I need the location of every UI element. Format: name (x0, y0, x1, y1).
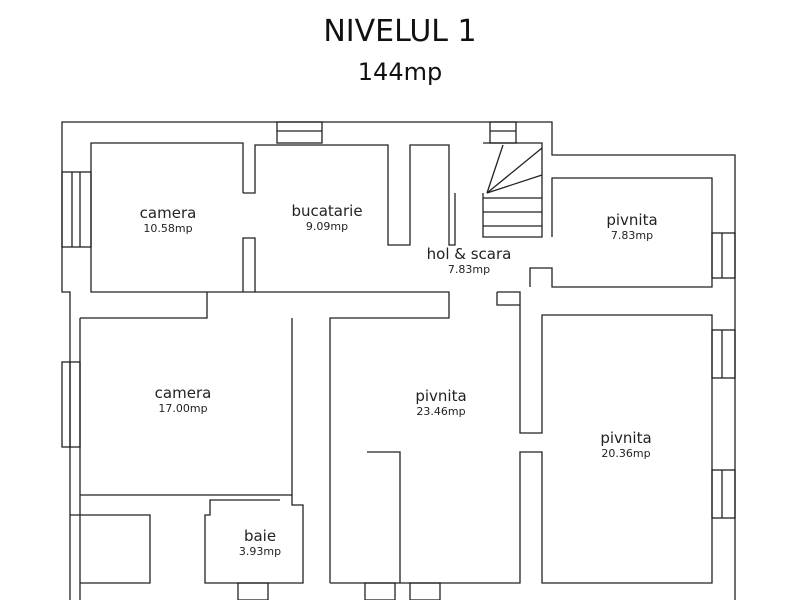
outer-walls (61, 121, 736, 600)
room-name: camera (154, 384, 212, 402)
interior-walls (70, 142, 713, 584)
room-area: 17.00mp (158, 402, 208, 415)
room-area: 7.83mp (610, 229, 654, 242)
room-area: 7.83mp (447, 263, 491, 276)
room-area: 3.93mp (238, 545, 282, 558)
room-name: camera (139, 204, 197, 222)
windows (61, 121, 736, 600)
room-name: pivnita (600, 429, 652, 447)
floor-title: NIVELUL 1 (323, 14, 477, 49)
room-name: bucatarie (291, 202, 363, 220)
floor-total-area: 144mp (357, 58, 443, 86)
room-area: 20.36mp (601, 447, 651, 460)
room-name: pivnita (415, 387, 467, 405)
room-area: 23.46mp (416, 405, 466, 418)
room-name: baie (243, 527, 277, 545)
room-area: 10.58mp (143, 222, 193, 235)
room-area: 9.09mp (305, 220, 349, 233)
room-name: pivnita (606, 211, 658, 229)
room-name: hol & scara (426, 245, 512, 263)
staircase (482, 142, 543, 238)
